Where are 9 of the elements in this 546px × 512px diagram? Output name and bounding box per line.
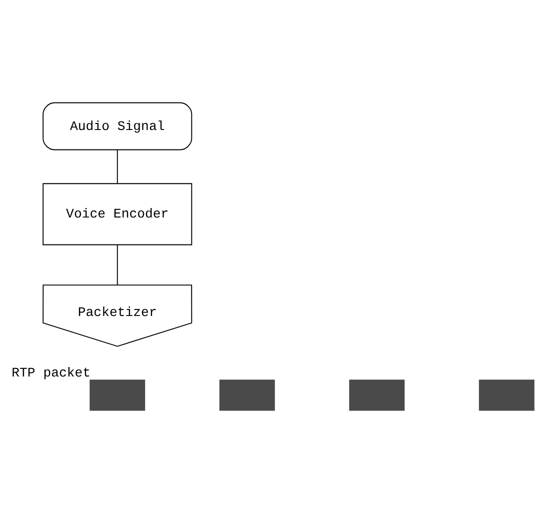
node-box: Audio Signal [42, 102, 192, 150]
node-box [478, 379, 534, 410]
node-box [90, 379, 146, 410]
node-box: Voice Encoder [42, 182, 192, 245]
node-label: RTP packet [12, 365, 91, 380]
connector [116, 148, 118, 184]
node-box [219, 379, 275, 410]
connector [116, 244, 118, 285]
node-box [349, 379, 405, 410]
